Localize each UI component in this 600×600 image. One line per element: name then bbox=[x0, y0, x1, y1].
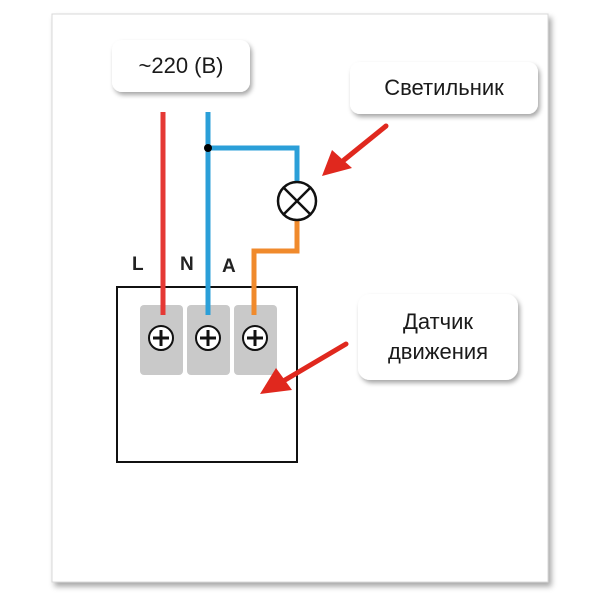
screw-n bbox=[195, 325, 221, 351]
supply-voltage-label: ~220 (В) bbox=[138, 53, 224, 78]
sensor-arrow-icon bbox=[260, 341, 349, 394]
sensor-label-line1: Датчик bbox=[402, 309, 474, 334]
lamp-arrow-icon bbox=[322, 123, 389, 176]
screw-a bbox=[242, 325, 268, 351]
supply-bubble bbox=[112, 40, 250, 92]
motion-sensor-label: Датчик движения bbox=[358, 294, 518, 380]
sensor-bubble bbox=[358, 294, 518, 380]
lamp-icon bbox=[276, 180, 318, 222]
lamp-label: Светильник bbox=[384, 75, 504, 100]
lamp-bubble bbox=[350, 62, 538, 114]
junction-dot bbox=[204, 144, 212, 152]
terminal-label-a: A bbox=[222, 256, 236, 277]
terminal-label-l: L bbox=[132, 254, 144, 275]
switched-wire bbox=[251, 220, 300, 315]
terminal-label-n: N bbox=[180, 254, 194, 275]
neutral-to-lamp-wire bbox=[208, 145, 300, 182]
sensor-label-line2: движения bbox=[387, 339, 489, 364]
screw-l bbox=[148, 325, 174, 351]
